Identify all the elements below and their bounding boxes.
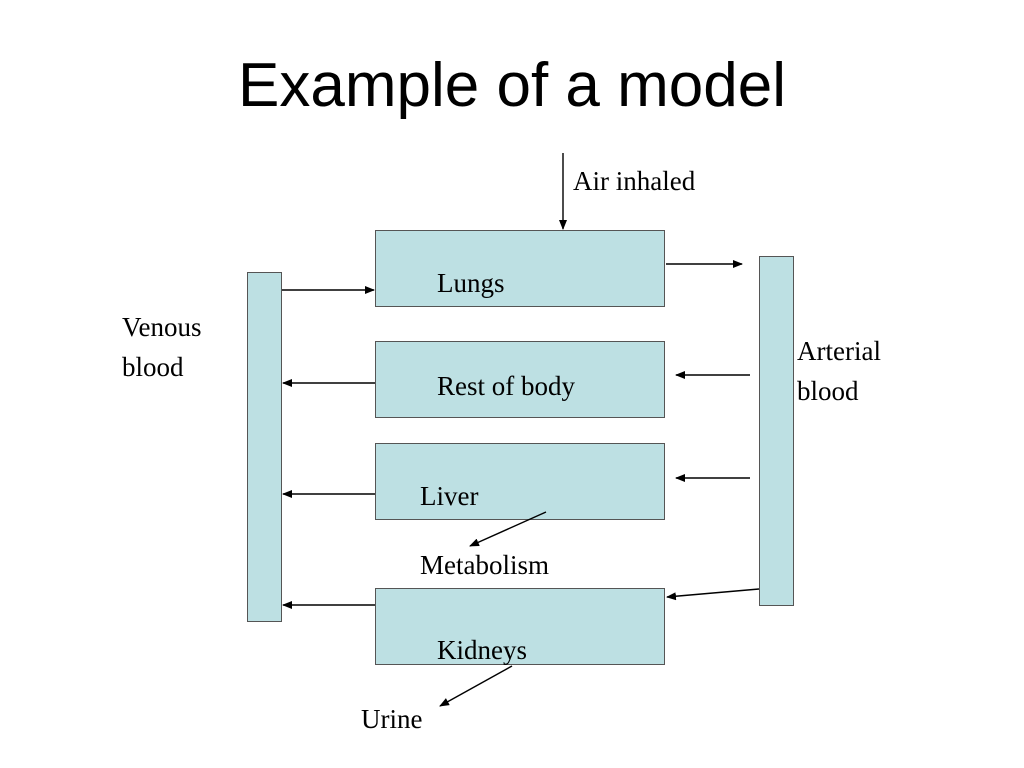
arterial-to-kidneys-arrow [666,588,760,601]
arterial-label-line1: Arterial [797,336,881,366]
venous-label-line2: blood [122,352,184,382]
venous-blood-column [247,272,282,622]
arterial-blood-column [759,256,794,606]
metabolism-label: Metabolism [420,550,549,580]
kidneys-box [375,588,665,665]
arterial-label-line2: blood [797,376,859,406]
venous-label-line1: Venous [122,312,202,342]
air-inhaled-label: Air inhaled [573,166,696,196]
liver-box [375,443,665,520]
kidneys-label: Kidneys [437,635,527,665]
liver-metabolism-arrow [469,511,547,547]
rest-of-body-box [375,341,665,418]
urine-label: Urine [361,704,423,734]
lungs-label: Lungs [437,268,505,298]
lungs-box [375,230,665,307]
rest-of-body-label: Rest of body [437,371,575,401]
slide-title: Example of a model [238,51,786,120]
kidneys-urine-arrow [439,665,513,707]
liver-label: Liver [420,481,479,511]
